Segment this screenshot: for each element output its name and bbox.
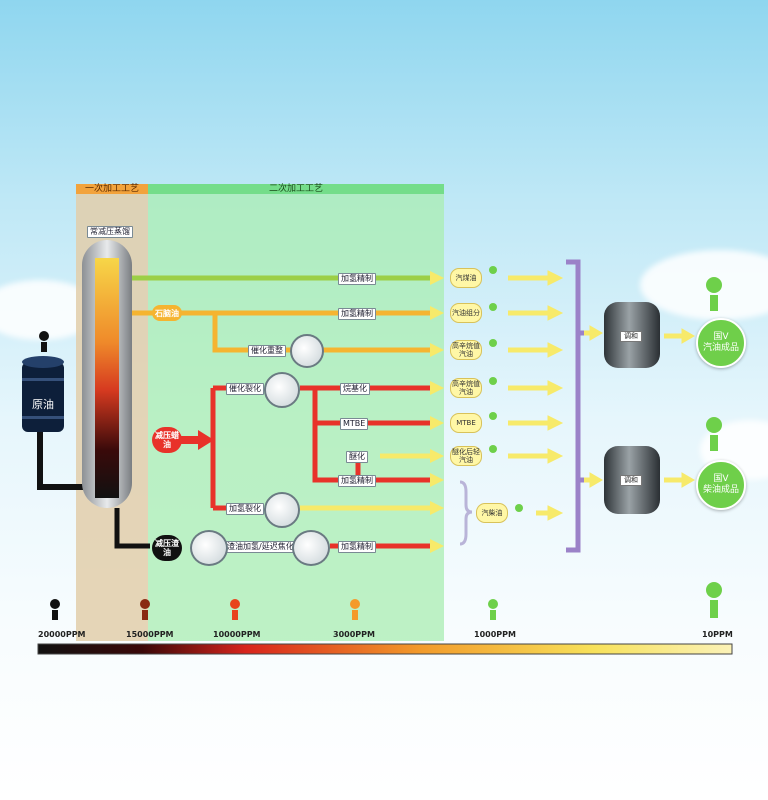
- distillation-column: [82, 240, 132, 508]
- vacuum-wax-oil-tag: 减压蜡油: [152, 427, 182, 453]
- secondary-process-header: 二次加工工艺: [148, 184, 444, 194]
- residue-unit-icon-2: [292, 530, 330, 566]
- secondary-process-zone: [148, 193, 444, 641]
- atmospheric-vacuum-distillation-label: 常减压蒸馏: [87, 226, 133, 238]
- blending-bracket: [566, 259, 584, 553]
- cracker-unit-icon: [264, 372, 300, 408]
- hydrocracker-unit-icon: [264, 492, 300, 528]
- label-hydrofining-2: 加氢精制: [338, 308, 376, 320]
- cloud: [640, 250, 768, 320]
- grade-product: 汽油成品: [702, 343, 739, 353]
- product-gasoline-component: 汽油组分: [450, 303, 482, 323]
- product-high-octane-gasoline-1: 高辛烷值汽油: [450, 340, 482, 360]
- ppm-label: 10PPM: [702, 630, 733, 639]
- ppm-label: 3000PPM: [333, 630, 375, 639]
- label-residue-hydro-coking: 渣油加氢/延迟焦化: [224, 541, 297, 553]
- label-hydrofining-3: 加氢精制: [338, 475, 376, 487]
- label-catalytic-cracking: 催化裂化: [226, 383, 264, 395]
- primary-process-header: 一次加工工艺: [76, 184, 148, 194]
- blend-label-diesel: 调和: [620, 475, 642, 486]
- ppm-label: 1000PPM: [474, 630, 516, 639]
- ppm-label: 10000PPM: [213, 630, 261, 639]
- product-diesel: 汽柴油: [476, 503, 508, 523]
- naphtha-tag: 石脑油: [152, 305, 182, 321]
- product-etherified-light-gasoline: 醚化后轻汽油: [450, 446, 482, 466]
- final-diesel-grade: 国V 柴油成品: [696, 460, 746, 510]
- diesel-brace: [459, 480, 473, 546]
- blend-label-gasoline: 调和: [620, 331, 642, 342]
- grade-label: 国V: [713, 332, 729, 342]
- grade-product: 柴油成品: [702, 485, 739, 495]
- crude-feed-pipe: [37, 432, 90, 490]
- sulfur-gradient-bar: [37, 643, 733, 655]
- label-hydrofining-1: 加氢精制: [338, 273, 376, 285]
- label-mtbe: MTBE: [340, 418, 369, 430]
- ppm-label: 15000PPM: [126, 630, 174, 639]
- ppm-label: 20000PPM: [38, 630, 86, 639]
- label-etherification: 醚化: [346, 451, 368, 463]
- product-mtbe: MTBE: [450, 413, 482, 433]
- crude-oil-barrel: [22, 356, 64, 432]
- residue-unit-icon-1: [190, 530, 228, 566]
- crude-oil-label: 原油: [32, 398, 54, 411]
- mascot-icons: [39, 266, 722, 620]
- label-hydrocracking: 加氢裂化: [226, 503, 264, 515]
- label-catalytic-reforming: 催化重整: [248, 345, 286, 357]
- final-gasoline-grade: 国V 汽油成品: [696, 318, 746, 368]
- vacuum-residue-tag: 减压渣油: [152, 535, 182, 561]
- label-alkylation: 烷基化: [340, 383, 370, 395]
- product-arrows: [508, 270, 695, 521]
- label-hydrofining-4: 加氢精制: [338, 541, 376, 553]
- product-high-octane-gasoline-2: 高辛烷值汽油: [450, 378, 482, 398]
- reformer-unit-icon: [290, 334, 324, 368]
- product-kerosene: 汽煤油: [450, 268, 482, 288]
- residue-line: [114, 508, 150, 549]
- grade-label: 国V: [713, 474, 729, 484]
